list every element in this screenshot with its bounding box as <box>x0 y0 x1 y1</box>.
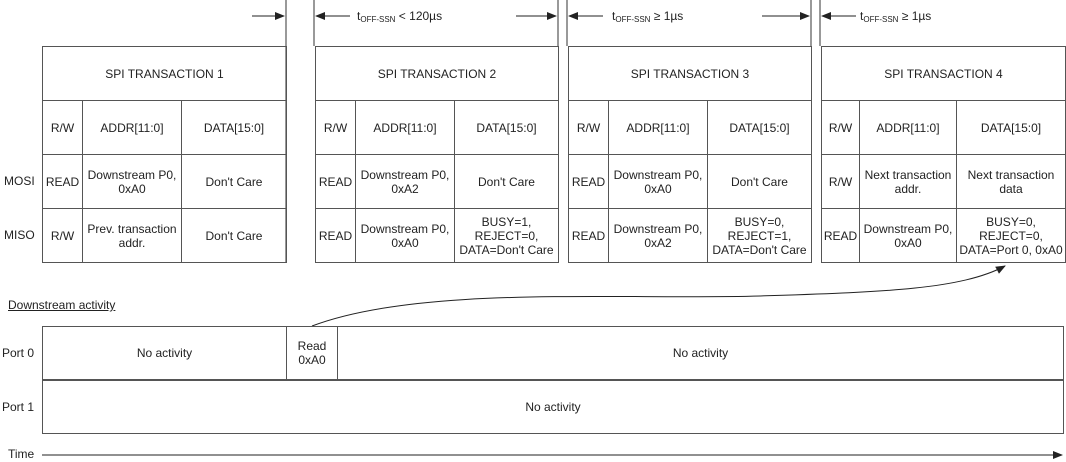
port0-segment-read: Read 0xA0 <box>286 326 338 380</box>
transaction-1-title: SPI TRANSACTION 1 <box>42 46 287 101</box>
transaction-2-header-cell-2: ADDR[11:0] <box>355 100 455 155</box>
transaction-2-mosi-cell-2: Downstream P0, 0xA2 <box>355 154 455 209</box>
port0-segment-no-activity-2: No activity <box>337 326 1064 380</box>
transaction-4-mosi-cell-2: Next transaction addr. <box>859 154 957 209</box>
transaction-4-header-cell-2: ADDR[11:0] <box>859 100 957 155</box>
transaction-2-miso-cell-2: Downstream P0, 0xA0 <box>355 208 455 263</box>
time-label: Time <box>8 447 35 461</box>
transaction-3-miso-cell-3: BUSY=0, REJECT=1, DATA=Don't Care <box>707 208 812 263</box>
transaction-3-title: SPI TRANSACTION 3 <box>568 46 812 101</box>
transaction-2-mosi-cell-1: READ <box>315 154 356 209</box>
timing-annotation-t2: tOFF-SSN < 120µs <box>357 9 443 24</box>
transaction-1-miso-cell-1: R/W <box>42 208 83 263</box>
transaction-4-mosi-cell-3: Next transaction data <box>956 154 1066 209</box>
miso-label: MISO <box>4 228 35 242</box>
timing-annotation-t3: tOFF-SSN ≥ 1µs <box>612 9 684 24</box>
transaction-1-header-cell-1: R/W <box>42 100 83 155</box>
transaction-1-mosi-cell-1: READ <box>42 154 83 209</box>
transaction-3-header-cell-2: ADDR[11:0] <box>608 100 708 155</box>
transaction-3-mosi-cell-2: Downstream P0, 0xA0 <box>608 154 708 209</box>
transaction-3-header-cell-1: R/W <box>568 100 609 155</box>
port1-segment-no-activity: No activity <box>42 380 1064 434</box>
downstream-activity-title: Downstream activity <box>8 298 116 312</box>
transaction-2-miso-cell-1: READ <box>315 208 356 263</box>
transaction-4-miso-cell-2: Downstream P0, 0xA0 <box>859 208 957 263</box>
transaction-3-miso-cell-1: READ <box>568 208 609 263</box>
transaction-3-mosi-cell-1: READ <box>568 154 609 209</box>
transaction-1-miso-cell-2: Prev. transaction addr. <box>82 208 182 263</box>
port1-label: Port 1 <box>2 400 35 414</box>
transaction-2-miso-cell-3: BUSY=1, REJECT=0, DATA=Don't Care <box>454 208 559 263</box>
transaction-4-header-cell-1: R/W <box>821 100 860 155</box>
transaction-2-header-cell-3: DATA[15:0] <box>454 100 559 155</box>
port0-segment-no-activity-1: No activity <box>42 326 287 380</box>
transaction-3-miso-cell-2: Downstream P0, 0xA2 <box>608 208 708 263</box>
transaction-2-header-cell-1: R/W <box>315 100 356 155</box>
transaction-3-header-cell-3: DATA[15:0] <box>707 100 812 155</box>
transaction-2-title: SPI TRANSACTION 2 <box>315 46 559 101</box>
transaction-1-header-cell-2: ADDR[11:0] <box>82 100 182 155</box>
transaction-4-miso-cell-1: READ <box>821 208 860 263</box>
transaction-2-mosi-cell-3: Don't Care <box>454 154 559 209</box>
mosi-label: MOSI <box>4 174 35 188</box>
transaction-4-header-cell-3: DATA[15:0] <box>956 100 1066 155</box>
transaction-4-mosi-cell-1: R/W <box>821 154 860 209</box>
transaction-3-mosi-cell-3: Don't Care <box>707 154 812 209</box>
transaction-1-mosi-cell-3: Don't Care <box>181 154 287 209</box>
port0-label: Port 0 <box>2 346 35 360</box>
transaction-1-miso-cell-3: Don't Care <box>181 208 287 263</box>
transaction-4-title: SPI TRANSACTION 4 <box>821 46 1066 101</box>
transaction-4-miso-cell-3: BUSY=0, REJECT=0, DATA=Port 0, 0xA0 <box>956 208 1066 263</box>
transaction-1-header-cell-3: DATA[15:0] <box>181 100 287 155</box>
transaction-1-mosi-cell-2: Downstream P0, 0xA0 <box>82 154 182 209</box>
timing-annotation-t4: tOFF-SSN ≥ 1µs <box>860 9 932 24</box>
